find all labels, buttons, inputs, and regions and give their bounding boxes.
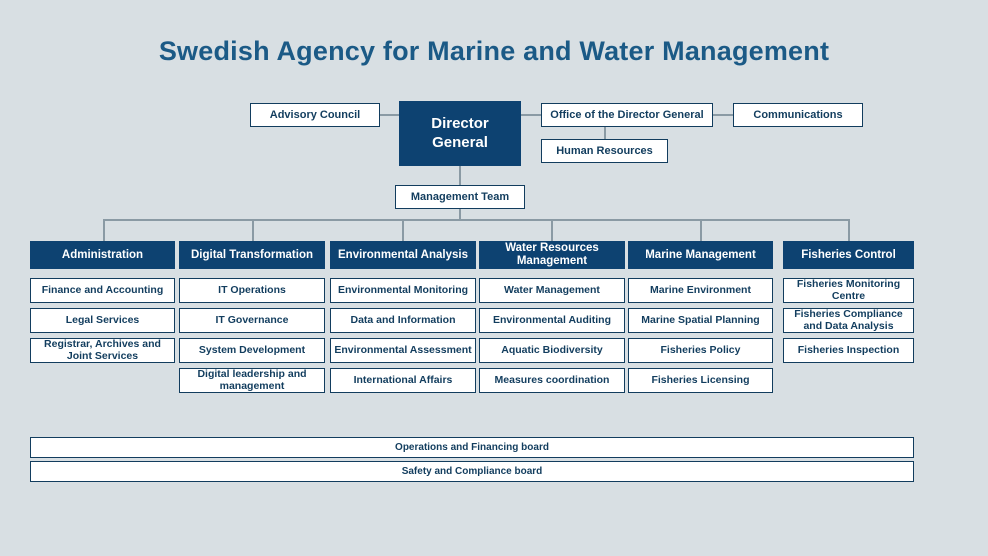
connector-drop-water-resources-management	[551, 219, 553, 241]
dept-item[interactable]: Fisheries Licensing	[628, 368, 773, 393]
dept-item[interactable]: Finance and Accounting	[30, 278, 175, 303]
department-items-marine-management: Marine Environment Marine Spatial Planni…	[628, 278, 773, 393]
dept-item[interactable]: Measures coordination	[479, 368, 625, 393]
dept-item[interactable]: Fisheries Monitoring Centre	[783, 278, 914, 303]
connector-drop-marine-management	[700, 219, 702, 241]
dept-item[interactable]: Digital leadership and management	[179, 368, 325, 393]
dept-item[interactable]: Environmental Monitoring	[330, 278, 476, 303]
dept-item[interactable]: IT Operations	[179, 278, 325, 303]
department-column-water-resources-management: Water Resources Management Water Managem…	[479, 241, 625, 393]
connector-office-to-hr	[604, 127, 606, 139]
dept-item[interactable]: Fisheries Compliance and Data Analysis	[783, 308, 914, 333]
connector-office-to-communications	[713, 114, 733, 116]
connector-drop-environmental-analysis	[402, 219, 404, 241]
dept-item[interactable]: Registrar, Archives and Joint Services	[30, 338, 175, 363]
dept-item[interactable]: Environmental Assessment	[330, 338, 476, 363]
dept-item[interactable]: Marine Environment	[628, 278, 773, 303]
human-resources-box[interactable]: Human Resources	[541, 139, 668, 163]
connector-drop-digital-transformation	[252, 219, 254, 241]
board-safety-and-compliance[interactable]: Safety and Compliance board	[30, 461, 914, 482]
department-items-administration: Finance and Accounting Legal Services Re…	[30, 278, 175, 363]
department-items-digital-transformation: IT Operations IT Governance System Devel…	[179, 278, 325, 393]
department-column-digital-transformation: Digital Transformation IT Operations IT …	[179, 241, 325, 393]
department-header-fisheries-control[interactable]: Fisheries Control	[783, 241, 914, 269]
connector-drop-administration	[103, 219, 105, 241]
connector-drop-fisheries-control	[848, 219, 850, 241]
connector-dg-to-office	[521, 114, 541, 116]
department-header-environmental-analysis[interactable]: Environmental Analysis	[330, 241, 476, 269]
management-team-box[interactable]: Management Team	[395, 185, 525, 209]
dept-item[interactable]: Data and Information	[330, 308, 476, 333]
department-header-administration[interactable]: Administration	[30, 241, 175, 269]
department-column-administration: Administration Finance and Accounting Le…	[30, 241, 175, 363]
department-header-digital-transformation[interactable]: Digital Transformation	[179, 241, 325, 269]
dept-item[interactable]: Marine Spatial Planning	[628, 308, 773, 333]
department-column-marine-management: Marine Management Marine Environment Mar…	[628, 241, 773, 393]
department-header-water-resources-management[interactable]: Water Resources Management	[479, 241, 625, 269]
dept-item[interactable]: Water Management	[479, 278, 625, 303]
advisory-council-box[interactable]: Advisory Council	[250, 103, 380, 127]
communications-box[interactable]: Communications	[733, 103, 863, 127]
office-of-the-director-general-box[interactable]: Office of the Director General	[541, 103, 713, 127]
department-items-fisheries-control: Fisheries Monitoring Centre Fisheries Co…	[783, 278, 914, 363]
department-header-marine-management[interactable]: Marine Management	[628, 241, 773, 269]
director-general-box[interactable]: Director General	[399, 101, 521, 166]
dept-item[interactable]: System Development	[179, 338, 325, 363]
connector-dg-to-management-team	[459, 166, 461, 185]
department-items-water-resources-management: Water Management Environmental Auditing …	[479, 278, 625, 393]
dept-item[interactable]: Environmental Auditing	[479, 308, 625, 333]
dept-item[interactable]: Aquatic Biodiversity	[479, 338, 625, 363]
connector-advisory-to-dg	[380, 114, 399, 116]
dept-item[interactable]: Fisheries Inspection	[783, 338, 914, 363]
board-operations-and-financing[interactable]: Operations and Financing board	[30, 437, 914, 458]
connector-department-bus	[103, 219, 849, 221]
dept-item[interactable]: IT Governance	[179, 308, 325, 333]
department-column-environmental-analysis: Environmental Analysis Environmental Mon…	[330, 241, 476, 393]
page-title: Swedish Agency for Marine and Water Mana…	[158, 36, 830, 66]
connector-management-team-down	[459, 209, 461, 220]
department-items-environmental-analysis: Environmental Monitoring Data and Inform…	[330, 278, 476, 393]
department-column-fisheries-control: Fisheries Control Fisheries Monitoring C…	[783, 241, 914, 363]
dept-item[interactable]: International Affairs	[330, 368, 476, 393]
dept-item[interactable]: Fisheries Policy	[628, 338, 773, 363]
dept-item[interactable]: Legal Services	[30, 308, 175, 333]
